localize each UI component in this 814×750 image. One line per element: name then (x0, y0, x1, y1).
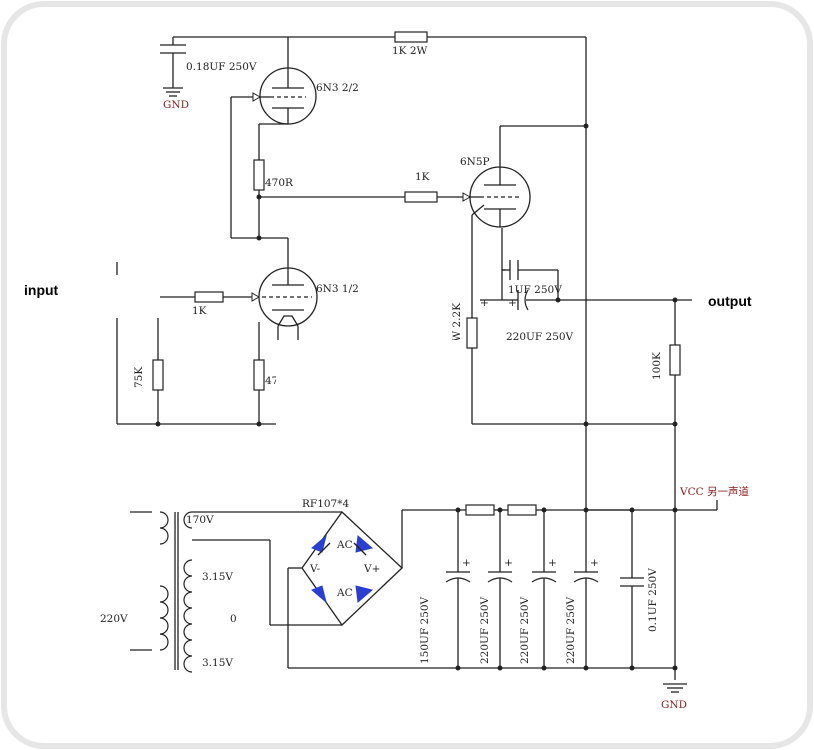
top-decoupling-capacitor (160, 36, 288, 88)
resistor-470r-lower (253, 359, 265, 391)
label-c-220a: 220UF 250V (479, 596, 491, 664)
svg-text:+: + (480, 297, 489, 309)
resistor-25w-2k2 (466, 317, 478, 349)
blank-area (276, 340, 462, 480)
output-label: output (708, 293, 752, 309)
resistor-1k-input (194, 291, 224, 303)
label-ac-bot: AC (336, 587, 353, 599)
resistor-75k (152, 359, 164, 391)
resistor-1k-mid (404, 191, 438, 203)
label-tube-out: 6N5P (460, 156, 490, 168)
label-c-220b: 220UF 250V (519, 596, 531, 664)
label-r-1k2w: 1K 2W (392, 45, 428, 57)
label-v-plus: V+ (363, 563, 380, 575)
svg-text:+: + (504, 557, 513, 569)
resistor-100k (669, 344, 681, 376)
tube-6n5p (469, 126, 531, 228)
label-r-100k: 100K (651, 352, 663, 380)
svg-text:+: + (548, 557, 557, 569)
resistor-470r-upper (253, 159, 265, 191)
svg-text:+: + (590, 557, 599, 569)
bridge-rectifier (301, 511, 403, 626)
label-tube-lower: 6N3 1/2 (316, 283, 359, 295)
label-c-top: 0.18UF 250V (186, 61, 257, 73)
label-c-220uf-out: 220UF 250V (506, 331, 574, 343)
input-label-box (20, 208, 184, 318)
transformer (130, 511, 193, 673)
label-t-0: 0 (230, 613, 237, 625)
gnd-symbol-bottom (663, 683, 687, 693)
label-tube-upper: 6N3 2/2 (316, 82, 359, 94)
label-t-315v-a: 3.15V (202, 571, 233, 583)
filter-cap-150uf (445, 510, 471, 668)
label-r-470-upper: 470R (265, 177, 294, 189)
tube-6n3-upper (259, 37, 317, 125)
label-vcc: VCC 另一声道 (679, 485, 749, 498)
label-c-220c: 220UF 250V (565, 596, 577, 664)
label-r-1k-in: 1K (192, 305, 207, 317)
label-c-1uf: 1UF 250V (508, 284, 562, 296)
resistor-ps-2 (507, 504, 537, 516)
label-gnd-top: GND (163, 99, 189, 111)
input-label: input (24, 282, 59, 298)
resistor-ps-1 (465, 504, 495, 516)
capacitor-1uf (502, 260, 559, 300)
filter-cap-220uf-c (573, 510, 599, 668)
capacitor-220uf-out: + (502, 289, 558, 311)
filter-cap-01uf (620, 510, 644, 668)
label-c-01: 0.1UF 250V (647, 568, 659, 632)
filter-cap-220uf-b (531, 510, 557, 668)
filter-cap-220uf-a (487, 510, 513, 668)
label-t-170v: 170V (186, 514, 214, 526)
resistor-1k-2w (394, 31, 428, 43)
label-v-minus: V- (309, 563, 321, 575)
label-r-1k-mid: 1K (415, 171, 430, 183)
label-gnd-bottom: GND (661, 699, 687, 711)
label-t-315v-b: 3.15V (202, 657, 233, 669)
tube-6n3-lower (258, 238, 318, 350)
label-ac-top: AC (336, 539, 353, 551)
svg-text:+: + (508, 297, 517, 309)
label-bridge: RF107*4 (302, 498, 349, 510)
gnd-symbol-top (163, 87, 183, 97)
label-t-220v: 220V (100, 613, 128, 625)
label-c-150: 150UF 250V (419, 596, 431, 664)
svg-text:+: + (462, 557, 471, 569)
label-r-75k: 75K (133, 367, 145, 388)
